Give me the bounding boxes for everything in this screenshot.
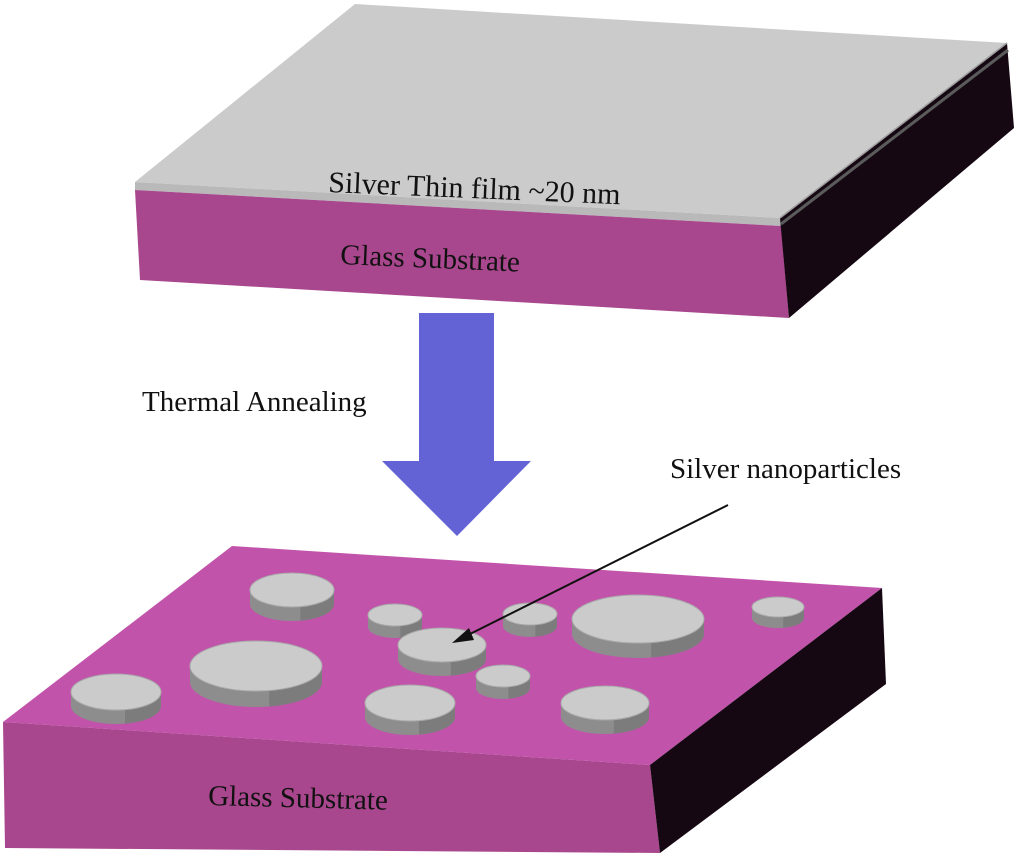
nanoparticle-disk (249, 572, 335, 621)
nanoparticle-disk (560, 685, 650, 734)
nanoparticle-top (475, 664, 531, 688)
nanoparticle-disk (502, 602, 558, 637)
nanoparticle-disk (364, 684, 456, 735)
callout-leader-line (469, 504, 729, 635)
nanoparticle-disk (189, 640, 323, 707)
nanoparticle-disk (475, 664, 531, 699)
top-glass-front-face (135, 190, 789, 318)
nanoparticle-disk (571, 594, 705, 658)
nanoparticles-callout: Silver nanoparticles (452, 453, 901, 643)
nanoparticle-shadow (613, 703, 649, 734)
callout-arrowhead (452, 628, 474, 643)
nanoparticle-shadow (535, 614, 557, 637)
nanoparticle-shadow (450, 645, 487, 676)
nanoparticle-top (70, 673, 162, 711)
nanoparticle-disk (367, 603, 423, 638)
nanoparticle-disk (397, 627, 487, 676)
nanoparticle-top (367, 603, 423, 627)
top-glass-substrate-label: Glass Substrate (340, 239, 521, 278)
bottom-slab: Glass Substrate (3, 546, 886, 853)
bottom-slab-right-side (650, 588, 886, 853)
down-arrow (382, 313, 531, 536)
nanoparticles-group (70, 572, 805, 735)
nanoparticle-top (571, 594, 705, 644)
nanoparticle-shadow (419, 703, 456, 735)
nanoparticle-shadow (783, 607, 804, 628)
bottom-glass-substrate-label: Glass Substrate (208, 780, 388, 817)
silver-film-side-edge (780, 48, 1009, 226)
silver-film-top-corner (779, 42, 1008, 219)
thermal-annealing-label: Thermal Annealing (142, 386, 367, 418)
nanoparticle-top (560, 685, 650, 721)
nanoparticle-shadow (300, 590, 334, 621)
process-step: Thermal Annealing (142, 313, 531, 536)
nanoparticle-top (364, 684, 456, 722)
nanoparticle-shadow (125, 692, 161, 724)
top-slab-right-side (780, 43, 1014, 318)
bottom-glass-front-face (3, 722, 660, 853)
nanoparticle-top (249, 572, 335, 608)
top-slab: Silver Thin film ~20 nm Glass Substrate (135, 4, 1014, 318)
silver-nanoparticles-label: Silver nanoparticles (670, 453, 901, 485)
nanoparticle-disk (751, 596, 805, 628)
nanoparticle-top (189, 640, 323, 692)
nanoparticle-disk (70, 673, 162, 724)
nanoparticle-top (751, 596, 805, 618)
silver-film-top-surface (135, 4, 1007, 218)
silver-film-front-edge (135, 182, 781, 226)
nanoparticle-shadow (508, 676, 530, 699)
